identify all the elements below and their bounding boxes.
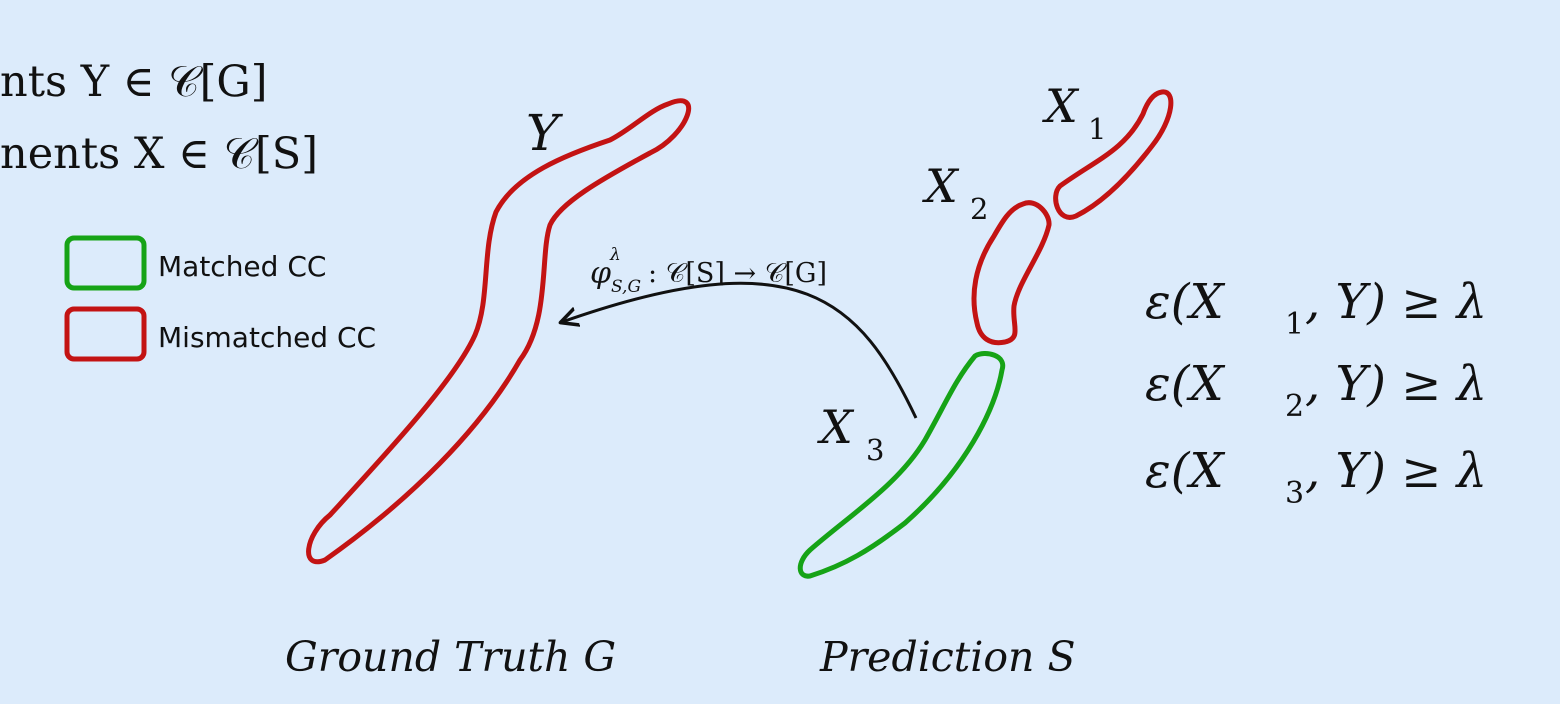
mapping-subscript: S,G [611, 277, 641, 297]
x3-label-subscript: 3 [866, 433, 884, 467]
header-line-2: nents X ∈ 𝒞[S] [0, 129, 318, 179]
prediction-component-x2 [971, 200, 1052, 346]
x3-label: X 3 [817, 400, 884, 467]
prediction-component-x1 [1053, 89, 1174, 220]
mapping-label: φ λ S,G : 𝒞[S] → 𝒞[G] [590, 245, 827, 297]
condition-3-subscript: 3 [1285, 476, 1304, 511]
condition-1-main: ε(X [1145, 274, 1225, 330]
prediction-caption: Prediction S [819, 633, 1076, 681]
condition-row-3: ε(X 3 , Y) ≥ λ [1145, 443, 1487, 511]
mismatched-cc-label: Mismatched CC [158, 321, 376, 354]
x3-label-base: X [817, 400, 855, 454]
condition-2-subscript: 2 [1285, 389, 1304, 424]
x2-label-base: X [922, 159, 960, 213]
condition-3-rest: , Y) ≥ λ [1305, 443, 1487, 499]
mapping-function: φ [590, 256, 611, 291]
mapping-superscript: λ [609, 245, 621, 265]
x1-label-subscript: 1 [1088, 112, 1106, 146]
mismatched-cc-swatch [64, 306, 147, 362]
x1-label: X 1 [1042, 79, 1106, 146]
ground-truth-caption: Ground Truth G [285, 633, 616, 681]
condition-1-subscript: 1 [1285, 307, 1304, 342]
x1-label-base: X [1042, 79, 1080, 133]
matched-cc-swatch [64, 235, 147, 291]
header-line-1: nts Y ∈ 𝒞[G] [0, 57, 268, 107]
legend: Matched CC Mismatched CC [64, 235, 376, 362]
ground-truth-component-y [306, 98, 692, 565]
overlap-conditions: ε(X 1 , Y) ≥ λ ε(X 2 , Y) ≥ λ ε(X 3 , Y)… [1145, 274, 1487, 511]
condition-3-main: ε(X [1145, 443, 1225, 499]
x2-label-subscript: 2 [970, 192, 988, 226]
condition-1-rest: , Y) ≥ λ [1305, 274, 1487, 330]
condition-row-1: ε(X 1 , Y) ≥ λ [1145, 274, 1487, 342]
mapping-arrow [562, 281, 918, 419]
condition-2-main: ε(X [1145, 356, 1225, 412]
ground-truth-component-label: Y [526, 104, 563, 162]
prediction-component-x3 [797, 351, 1006, 579]
condition-2-rest: , Y) ≥ λ [1305, 356, 1487, 412]
matched-cc-label: Matched CC [158, 250, 326, 283]
x2-label: X 2 [922, 159, 988, 226]
mapping-signature: : 𝒞[S] → 𝒞[G] [648, 258, 827, 289]
condition-row-2: ε(X 2 , Y) ≥ λ [1145, 356, 1487, 424]
